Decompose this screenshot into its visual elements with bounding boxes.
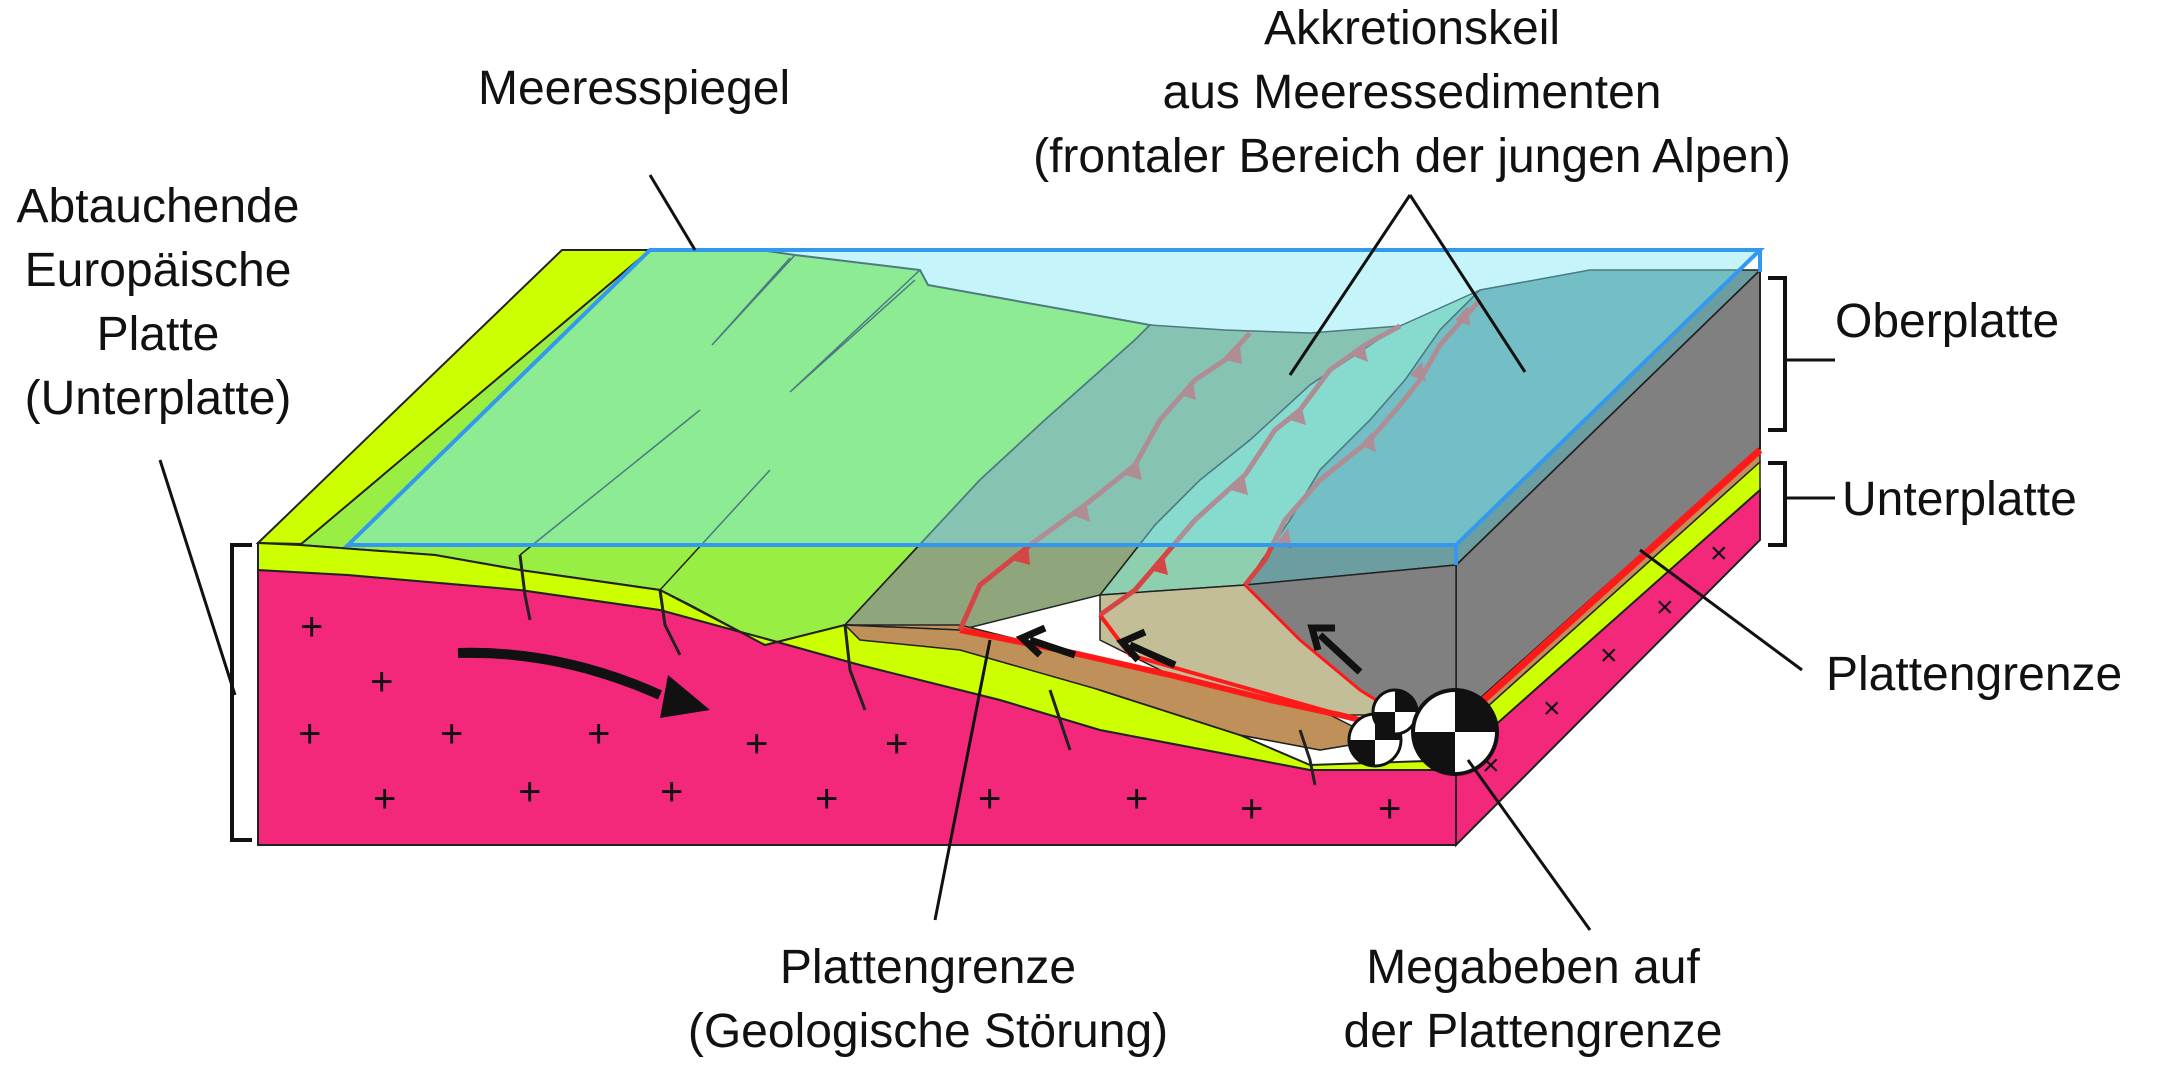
earthquake-beachball-medium <box>1371 688 1419 736</box>
cross-symbol: × <box>1543 692 1561 725</box>
shelf-escarpment-3 <box>519 409 701 556</box>
megaquake-label-line2: der Plattengrenze <box>1344 1005 1723 1058</box>
cross-symbol: × <box>1656 591 1674 624</box>
normal-fault-1 <box>518 554 532 621</box>
subduction-arrow <box>457 647 663 700</box>
normal-fault-2 <box>658 589 682 656</box>
accretion-wedge-label-line2: aus Meeressedimenten <box>1163 66 1662 119</box>
bracket-lower-plate-left <box>230 543 252 842</box>
plate-boundary-side-line <box>1453 447 1763 728</box>
plus-symbol: + <box>815 777 838 821</box>
normal-fault-5 <box>1298 729 1317 786</box>
plate-boundary-bottom-label-line2: (Geologische Störung) <box>688 1005 1168 1058</box>
lower-plate-label-line4: (Unterplatte) <box>25 372 292 425</box>
plus-symbol: + <box>978 777 1001 821</box>
plus-symbol: + <box>587 712 610 756</box>
lower-plate-label-line2: Europäische <box>25 244 292 297</box>
plus-symbol: + <box>660 770 683 814</box>
plus-symbol: + <box>1125 777 1148 821</box>
normal-fault-3 <box>843 624 867 711</box>
shelf-escarpment-1 <box>711 254 796 346</box>
leader-lines <box>158 174 1835 931</box>
plus-symbol: + <box>300 605 323 649</box>
cross-symbol: × <box>1600 639 1618 672</box>
megaquake-label-line1: Megabeben auf <box>1366 941 1700 994</box>
splay-fault-line-1 <box>1098 613 1331 714</box>
bracket-upper-plate <box>1768 276 1787 432</box>
cross-symbol: × <box>1482 749 1500 782</box>
wedge-motion-arrows <box>1015 624 1363 675</box>
plus-symbol: + <box>370 660 393 704</box>
lower-plate-right-label: Unterplatte <box>1842 473 2077 526</box>
shelf-escarpment-4 <box>659 469 771 591</box>
thrust-fault-teeth <box>1012 306 1470 575</box>
accretion-wedge-label-line1: Akkretionskeil <box>1264 2 1560 55</box>
side-cross-symbols: × × × × × <box>1482 537 1728 782</box>
plus-symbol: + <box>885 722 908 766</box>
plate-boundary-bottom-label-line1: Plattengrenze <box>780 941 1076 994</box>
accretion-wedge-label-line3: (frontaler Bereich der jungen Alpen) <box>1033 130 1791 183</box>
plus-symbol: + <box>1378 787 1401 831</box>
normal-fault-4 <box>1048 689 1072 751</box>
plus-symbol: + <box>440 712 463 756</box>
wedge-band-grey-blue <box>1243 269 1762 586</box>
plus-symbol: + <box>1240 787 1263 831</box>
sea-level-label: Meeresspiegel <box>478 62 790 115</box>
plus-symbol: + <box>298 712 321 756</box>
subduction-arrow-head <box>660 675 710 718</box>
lower-plate-label-line1: Abtauchende <box>17 180 300 233</box>
plate-boundary-right-label: Plattengrenze <box>1826 648 2122 701</box>
bracket-lower-plate-right <box>1768 461 1787 547</box>
lower-plate-label-line3: Platte <box>97 308 220 361</box>
crust-plus-symbols: + + + + + + + + + + + + + + + <box>298 605 1401 831</box>
shelf-escarpment-2 <box>789 269 921 393</box>
upper-plate-label: Oberplatte <box>1835 295 2059 348</box>
earthquake-beachball-large <box>1411 688 1499 776</box>
plus-symbol: + <box>518 770 541 814</box>
cross-symbol: × <box>1710 537 1728 570</box>
plus-symbol: + <box>745 722 768 766</box>
plus-symbol: + <box>373 777 396 821</box>
